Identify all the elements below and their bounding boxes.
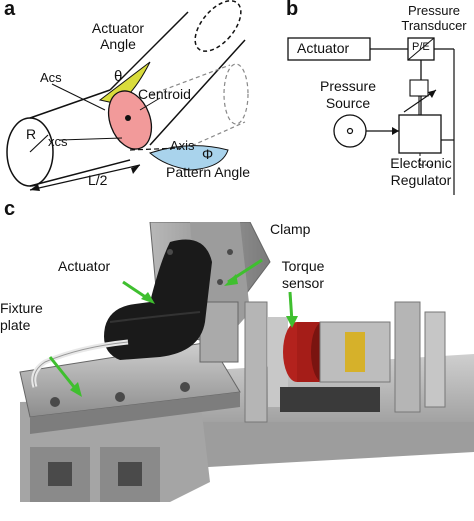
phi-wedge bbox=[149, 145, 229, 171]
angled-cylinder bbox=[109, 0, 246, 146]
axis-label: Axis bbox=[170, 138, 195, 153]
pattern-angle-label: Pattern Angle bbox=[166, 164, 251, 180]
actuator-box-label: Actuator bbox=[297, 40, 350, 56]
r-label: R bbox=[26, 126, 37, 142]
transducer-symbol-label: P/E bbox=[412, 41, 430, 53]
phi-label: Φ bbox=[202, 146, 214, 162]
xcs-label: xcs bbox=[48, 134, 68, 149]
test-fixture-photo bbox=[19, 222, 474, 502]
sensor-mount-left bbox=[244, 301, 268, 423]
actuator-photo-label: Actuator bbox=[58, 258, 111, 274]
pressure-transducer-label: Pressure Transducer bbox=[401, 3, 467, 33]
actuator-geometry-diagram bbox=[6, 0, 249, 191]
pressure-source-label: Pressure Source bbox=[319, 78, 377, 111]
centroid-dot bbox=[125, 115, 131, 121]
panel-letter-a: a bbox=[4, 0, 16, 20]
electronic-regulator-label: Electronic Regulator bbox=[390, 155, 452, 188]
theta-label: θ bbox=[114, 68, 123, 85]
centroid-label: Centroid bbox=[138, 86, 191, 102]
fixture-plate-label: Fixture plate bbox=[0, 300, 43, 333]
radius-line bbox=[29, 134, 49, 153]
half-length-label: L/2 bbox=[88, 172, 108, 188]
panel-letter-b: b bbox=[286, 0, 299, 20]
length-dimension bbox=[29, 164, 141, 191]
regulator-box bbox=[398, 114, 442, 154]
actuator-angle-label: Actuator Angle bbox=[91, 20, 145, 52]
torque-sensor-label: Torque sensor bbox=[281, 258, 325, 291]
pressure-source-circle bbox=[333, 114, 367, 148]
axis-line bbox=[129, 147, 181, 151]
black-actuator bbox=[104, 239, 212, 360]
acs-label: Acs bbox=[40, 70, 62, 85]
pneumatic-circuit-diagram bbox=[287, 37, 455, 195]
clamp-label: Clamp bbox=[270, 221, 311, 237]
green-arrows bbox=[48, 258, 298, 397]
panel-letter-c: c bbox=[4, 198, 16, 220]
